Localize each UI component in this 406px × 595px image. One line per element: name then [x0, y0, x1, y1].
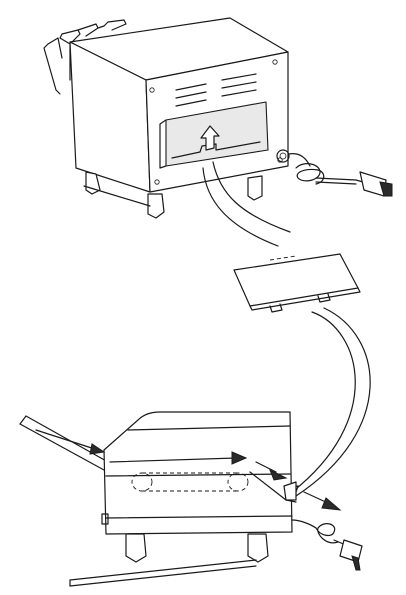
- chute-arrow-icon: [269, 468, 288, 481]
- legs: [83, 171, 263, 219]
- bottom-insertion-path: [291, 307, 371, 497]
- toaster-top-view: [43, 17, 393, 219]
- top-insertion-path: [202, 161, 291, 247]
- insert-arrow-icon: [200, 125, 220, 151]
- entry-arrow-icon: [89, 443, 106, 455]
- power-cord: [276, 149, 393, 197]
- conveyor-arrow-icon: [231, 451, 248, 465]
- vent-slots: [175, 73, 257, 107]
- crumb-tray: [233, 253, 361, 313]
- flow-arrows: [35, 429, 342, 511]
- conveyor-belt: [131, 472, 249, 492]
- exit-arrow-icon: [321, 497, 342, 511]
- side-power-cord: [291, 519, 363, 571]
- entry-ramp: [19, 415, 109, 471]
- feed-rack: [43, 19, 127, 95]
- side-legs: [125, 533, 269, 563]
- toaster-side-view: [19, 411, 363, 587]
